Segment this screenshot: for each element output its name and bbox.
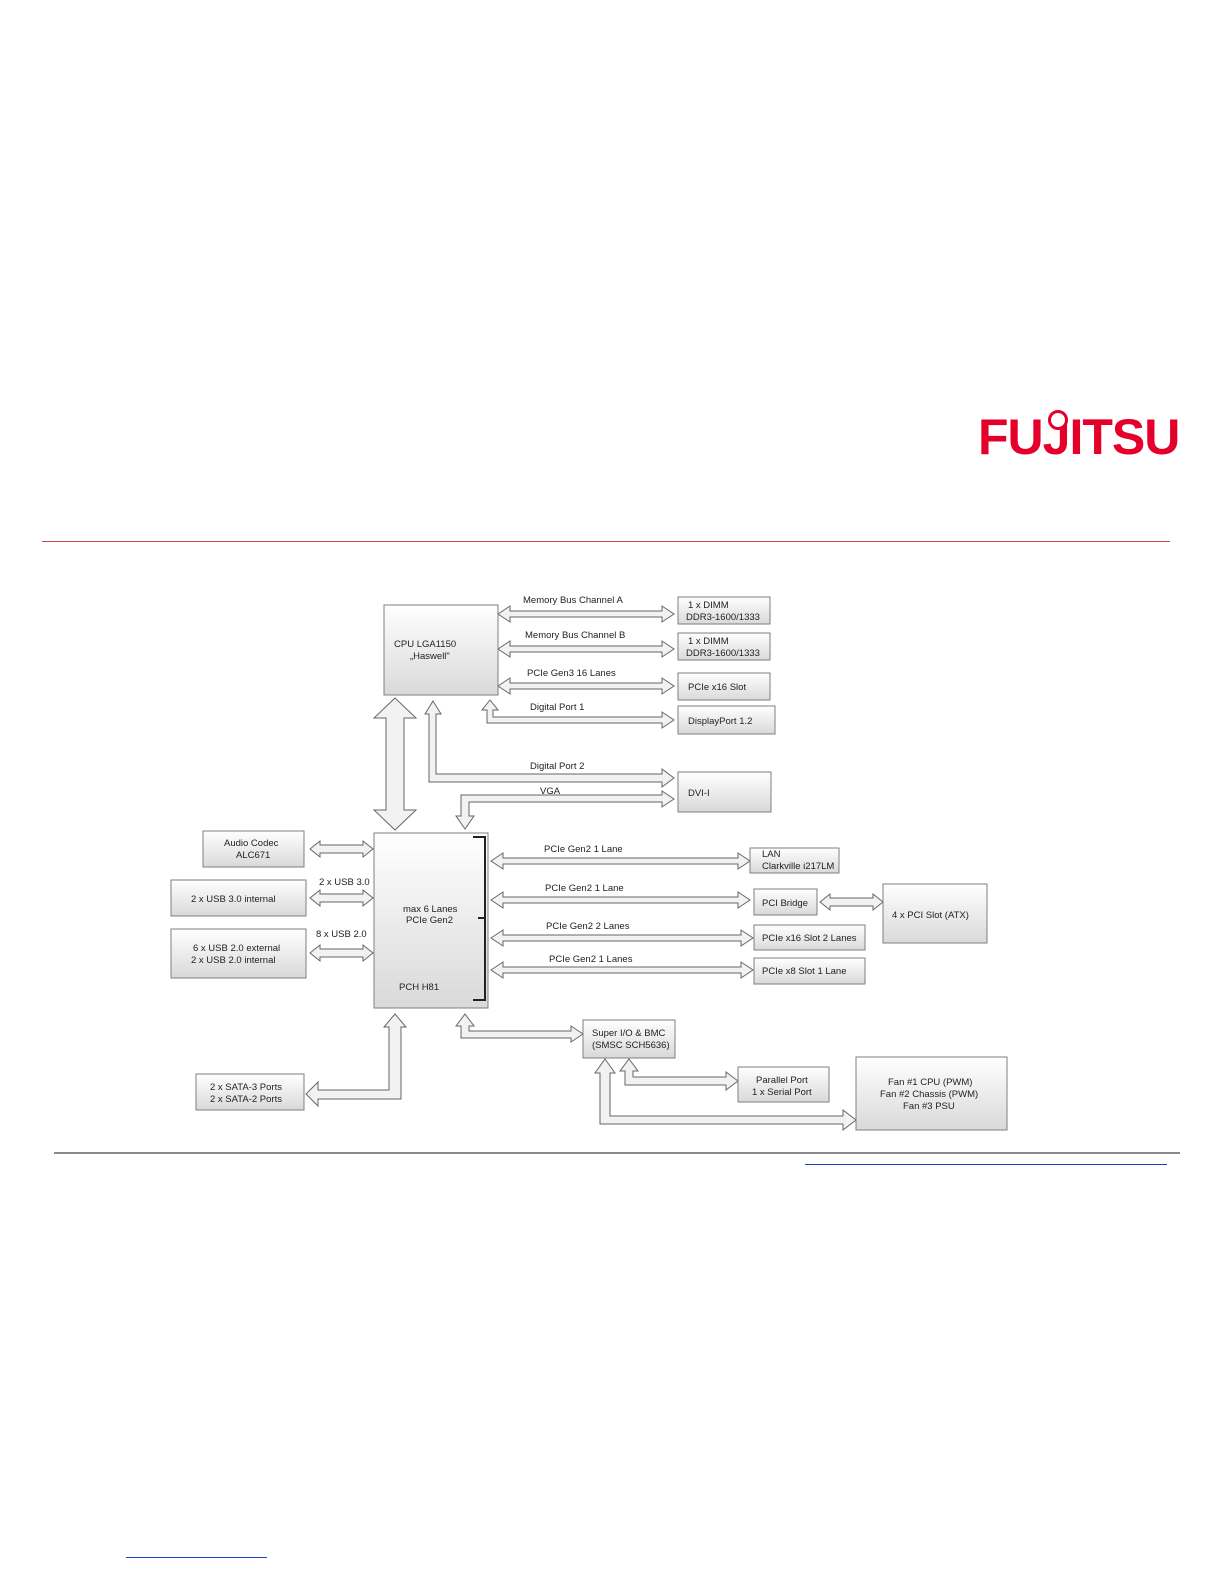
arrow-sata bbox=[305, 1013, 408, 1108]
dimm-a-label-2: DDR3-1600/1333 bbox=[686, 612, 760, 623]
footer-rule bbox=[54, 1152, 1180, 1154]
arrow-dp2 bbox=[424, 700, 675, 788]
link-gen2-lan-label: PCIe Gen2 1 Lane bbox=[544, 844, 623, 855]
fujitsu-logo: FUJITSU bbox=[978, 409, 1180, 465]
link-usb30-label: 2 x USB 3.0 bbox=[319, 877, 370, 888]
footer-link[interactable] bbox=[805, 1164, 1167, 1165]
link-gen2-2lanes-label: PCIe Gen2 2 Lanes bbox=[546, 921, 630, 932]
dimm-b-label-2: DDR3-1600/1333 bbox=[686, 648, 760, 659]
pcie-x16-2-box bbox=[753, 924, 866, 951]
arrow-pci-bridge bbox=[490, 891, 751, 909]
link-mem-a-label: Memory Bus Channel A bbox=[523, 595, 623, 606]
pch-lanes-label-2: PCIe Gen2 bbox=[406, 915, 453, 926]
arrow-mem-a bbox=[497, 605, 675, 623]
arrow-usb3 bbox=[309, 888, 374, 908]
parallel-label-2: 1 x Serial Port bbox=[752, 1087, 812, 1098]
arrow-pci-slots bbox=[819, 892, 884, 912]
fans-label-1: Fan #1 CPU (PWM) bbox=[888, 1077, 972, 1088]
fans-box bbox=[855, 1056, 1008, 1131]
displayport-box bbox=[677, 705, 776, 735]
link-gen2-pci-label: PCIe Gen2 1 Lane bbox=[545, 883, 624, 894]
audio-label-2: ALC671 bbox=[236, 850, 270, 861]
fans-label-2: Fan #2 Chassis (PWM) bbox=[880, 1089, 978, 1100]
arrow-cpu-pch bbox=[372, 697, 418, 831]
usb3-box bbox=[170, 879, 307, 917]
link-dp2-label: Digital Port 2 bbox=[530, 761, 584, 772]
sata-box bbox=[195, 1073, 305, 1111]
superio-label-1: Super I/O & BMC bbox=[592, 1028, 666, 1039]
link-gen2-1lanes-label: PCIe Gen2 1 Lanes bbox=[549, 954, 633, 965]
arrow-dp1 bbox=[480, 699, 675, 729]
dimm-b-label-1: 1 x DIMM bbox=[688, 636, 729, 647]
arrow-usb2 bbox=[309, 943, 374, 963]
arrow-pcie-1lanes bbox=[490, 961, 754, 979]
dimm-a-label-1: 1 x DIMM bbox=[688, 600, 729, 611]
pch-box bbox=[373, 832, 489, 1009]
pci-slots-box bbox=[882, 883, 988, 944]
dimm-a-box bbox=[677, 596, 771, 625]
logo-dot bbox=[1048, 410, 1068, 430]
pcie-x16-slot-label: PCIe x16 Slot bbox=[688, 682, 746, 693]
sata-label-1: 2 x SATA-3 Ports bbox=[210, 1082, 282, 1093]
arrow-superio bbox=[455, 1013, 584, 1043]
usb2-label-1: 6 x USB 2.0 external bbox=[193, 943, 280, 954]
dimm-b-box bbox=[677, 632, 771, 661]
arrow-vga bbox=[455, 790, 675, 830]
link-pcie-gen3-label: PCIe Gen3 16 Lanes bbox=[527, 668, 616, 679]
arrow-mem-b bbox=[497, 640, 675, 658]
header-rule bbox=[42, 541, 1170, 542]
audio-label-1: Audio Codec bbox=[224, 838, 279, 849]
lan-box bbox=[749, 847, 840, 874]
cpu-box bbox=[383, 604, 499, 696]
parallel-box bbox=[737, 1066, 830, 1103]
usb2-label-2: 2 x USB 2.0 internal bbox=[191, 955, 276, 966]
pci-slots-label: 4 x PCI Slot (ATX) bbox=[892, 910, 969, 921]
pci-bridge-label: PCI Bridge bbox=[762, 898, 808, 909]
pcie-x16-slot-box bbox=[677, 672, 771, 701]
bottom-link[interactable] bbox=[126, 1557, 267, 1558]
cpu-label-2: „Haswell" bbox=[410, 651, 450, 662]
dvi-box bbox=[677, 771, 772, 813]
superio-label-2: (SMSC SCH5636) bbox=[592, 1040, 670, 1051]
link-vga-label: VGA bbox=[540, 786, 561, 797]
audio-box bbox=[202, 830, 305, 868]
pcie-x16-2-label: PCIe x16 Slot 2 Lanes bbox=[762, 933, 857, 944]
dvi-label: DVI-I bbox=[688, 788, 710, 799]
lan-label-2: Clarkville i217LM bbox=[762, 861, 834, 872]
parallel-label-1: Parallel Port bbox=[756, 1075, 808, 1086]
arrow-audio bbox=[309, 839, 374, 859]
arrow-pcie-gen3 bbox=[497, 677, 675, 695]
superio-box bbox=[582, 1019, 676, 1059]
arrows bbox=[305, 605, 884, 1132]
usb3-label: 2 x USB 3.0 internal bbox=[191, 894, 276, 905]
pcie-x8-1-label: PCIe x8 Slot 1 Lane bbox=[762, 966, 847, 977]
displayport-label: DisplayPort 1.2 bbox=[688, 716, 752, 727]
lan-label-1: LAN bbox=[762, 849, 781, 860]
boxes bbox=[170, 596, 1008, 1131]
arrow-parallel bbox=[619, 1058, 739, 1091]
arrow-lan bbox=[490, 852, 751, 870]
link-dp1-label: Digital Port 1 bbox=[530, 702, 584, 713]
cpu-label-1: CPU LGA1150 bbox=[394, 639, 456, 650]
pch-name-label: PCH H81 bbox=[399, 982, 439, 993]
sata-label-2: 2 x SATA-2 Ports bbox=[210, 1094, 282, 1105]
usb2-box bbox=[170, 928, 307, 979]
pcie-x8-1-box bbox=[753, 957, 866, 985]
pch-lanes-label-1: max 6 Lanes bbox=[403, 904, 458, 915]
pci-bridge-box bbox=[753, 888, 818, 916]
link-mem-b-label: Memory Bus Channel B bbox=[525, 630, 625, 641]
fans-label-3: Fan #3 PSU bbox=[903, 1101, 955, 1112]
link-usb20-label: 8 x USB 2.0 bbox=[316, 929, 367, 940]
arrow-pcie-2lanes bbox=[490, 929, 754, 947]
